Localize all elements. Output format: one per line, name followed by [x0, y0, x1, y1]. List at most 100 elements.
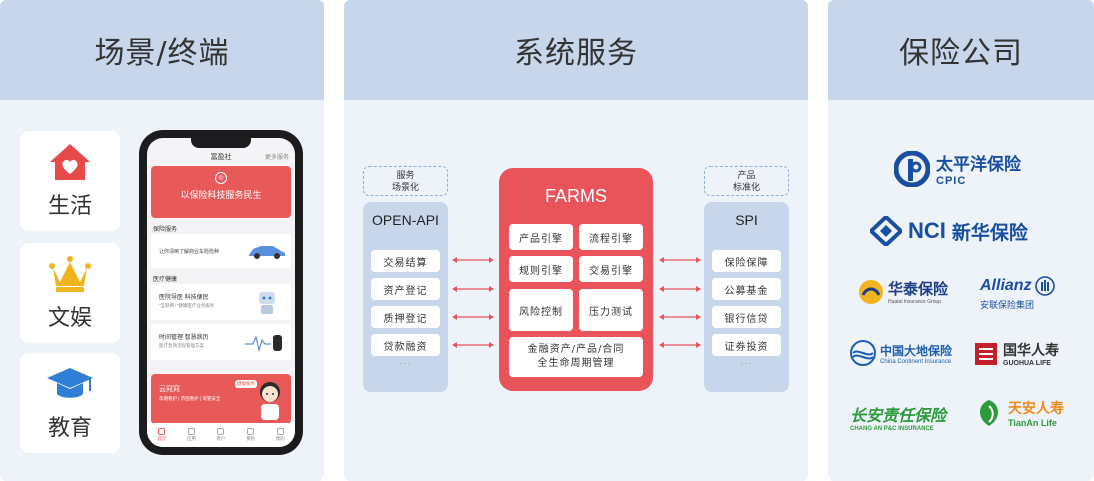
more-dots: ···	[399, 358, 412, 369]
open-api-item[interactable]: 质押登记	[371, 306, 440, 328]
open-api-item[interactable]: 贷款融资	[371, 334, 440, 356]
scene-card-education[interactable]: 教育	[20, 353, 120, 453]
phone-notch	[191, 138, 251, 148]
scene-card-life[interactable]: 生活	[20, 131, 120, 231]
scene-card-entertainment[interactable]: 文娱	[20, 243, 120, 343]
insurance-card-text: 让你清晰了解商业车险险种	[159, 249, 220, 255]
insurer-en: China Continent Insurance	[880, 358, 952, 365]
farms-engine[interactable]: 产品引擎	[509, 224, 573, 250]
double-arrow-icon	[452, 286, 494, 292]
more-dots: ···	[740, 358, 753, 369]
promo-sub: 孕期看护 | 济困看护 | 母婴安全	[159, 396, 221, 401]
insurer-en: CHANG AN P&C INSURANCE	[850, 426, 934, 432]
graduation-cap-icon	[47, 368, 93, 398]
allianz-eagle-icon	[1034, 276, 1055, 296]
tab-apps[interactable]: 应用	[187, 428, 196, 442]
app-title: 富盈社	[210, 154, 232, 161]
insurer-name: 国华人寿	[1003, 343, 1059, 359]
panel-title: 系统服务	[344, 0, 808, 100]
app-tabbar: 首页 应用 客户 保险 我的	[147, 423, 295, 447]
promo-card[interactable]: 云窕窕 孕期看护 | 济困看护 | 母婴安全 健康服务	[151, 374, 291, 424]
spi-item[interactable]: 证券投资	[712, 334, 781, 356]
system-services-panel: 系统服务 服务场景化 OPEN-API 交易结算 资产登记 质押登记 贷款融资 …	[344, 0, 808, 481]
house-heart-icon	[50, 144, 90, 180]
spi-title: SPI	[735, 212, 758, 228]
tab-home[interactable]: 首页	[157, 428, 166, 442]
more-services-link[interactable]: 更多服务	[264, 155, 289, 161]
scene-label: 生活	[47, 194, 92, 219]
panel-title: 场景/终端	[0, 0, 324, 100]
farms-engine[interactable]: 风险控制	[509, 289, 573, 331]
double-arrow-icon	[452, 257, 494, 263]
tab-insurance[interactable]: 保险	[246, 428, 255, 442]
double-arrow-icon	[659, 257, 701, 263]
insurer-en: CPIC	[936, 175, 967, 187]
scenario-panel: 场景/终端 生活 文娱 教育 富盈社 更多服务	[0, 0, 324, 481]
open-api-item[interactable]: 资产登记	[371, 278, 440, 300]
banner-text: 以保险科技服务民生	[180, 190, 262, 200]
tianan-logo: 天安人寿 TianAn Life	[974, 398, 1064, 428]
farms-engine[interactable]: 流程引擎	[579, 224, 643, 250]
insurer-name: 新华保险	[951, 221, 1028, 244]
health-card-title: 医院导医 科技便民	[159, 295, 209, 301]
guohua-logo: 国华人寿 GUOHUA LIFE	[974, 340, 1059, 367]
double-arrow-icon	[659, 286, 701, 292]
spi-item[interactable]: 公募基金	[712, 278, 781, 300]
lifecycle-line-2: 全生命周期管理	[537, 358, 615, 369]
phone-screen: 富盈社 更多服务 ◎ 以保险科技服务民生 保险服务 让你清晰了解商业车险险种 医…	[147, 138, 295, 447]
insurer-name: 中国大地保险	[880, 343, 953, 358]
app-banner[interactable]: ◎ 以保险科技服务民生	[151, 166, 291, 218]
health-card-sub: "互联网+"健康医疗业务服务	[159, 303, 215, 308]
changan-logo: 长安责任保险 CHANG AN P&C INSURANCE	[850, 402, 946, 432]
insurer-en: TianAn Life	[1008, 418, 1057, 428]
double-arrow-icon	[452, 342, 494, 348]
spi-item[interactable]: 保险保障	[712, 250, 781, 272]
insurance-card[interactable]: 让你清晰了解商业车险险种	[151, 234, 291, 268]
health-card-title: 时间管理 智慧病历	[159, 335, 209, 341]
health-card-sub: 医疗急救流程管理方案	[159, 343, 204, 348]
open-api-column: OPEN-API 交易结算 资产登记 质押登记 贷款融资 ···	[363, 202, 448, 392]
open-api-title: OPEN-API	[372, 212, 439, 228]
app-header: 富盈社 更多服务	[147, 148, 295, 164]
insurer-name: 天安人寿	[1008, 401, 1064, 417]
health-card-2[interactable]: 时间管理 智慧病历 医疗急救流程管理方案	[151, 324, 291, 360]
farms-engine[interactable]: 压力测试	[579, 289, 643, 331]
product-standard-tag: 产品标准化	[704, 166, 789, 196]
double-arrow-icon	[659, 342, 701, 348]
tianan-leaf-icon	[979, 400, 999, 426]
china-continent-logo: 中国大地保险 China Continent Insurance	[850, 340, 952, 366]
section-insurance: 保险服务	[153, 227, 178, 233]
lifecycle-management[interactable]: 金融资产/产品/合同 全生命周期管理	[509, 337, 643, 377]
continent-emblem-icon	[850, 340, 876, 366]
promo-title: 云窕窕	[159, 386, 180, 393]
farms-engine[interactable]: 规则引擎	[509, 256, 573, 282]
spi-item[interactable]: 银行信贷	[712, 306, 781, 328]
tab-customers[interactable]: 客户	[216, 428, 225, 442]
farms-engine[interactable]: 交易引擎	[579, 256, 643, 282]
health-card-1[interactable]: 医院导医 科技便民 "互联网+"健康医疗业务服务	[151, 284, 291, 320]
panel-title: 保险公司	[828, 0, 1094, 100]
insurer-en: Allianz	[980, 277, 1032, 294]
farms-title: FARMS	[544, 186, 607, 206]
insurers-panel: 保险公司 太平洋保险 CPIC NCI 新华保险 华泰保险 Huatai Ins…	[828, 0, 1094, 481]
crown-icon	[49, 256, 91, 292]
scene-label: 教育	[47, 416, 92, 441]
insurer-en: Huatai Insurance Group	[888, 299, 942, 305]
huatai-emblem-icon	[859, 279, 883, 304]
car-icon	[249, 246, 285, 259]
girl-avatar-icon	[260, 382, 280, 420]
farms-core-box: FARMS 产品引擎 流程引擎 规则引擎 交易引擎 风险控制 压力测试 金融资产…	[499, 168, 653, 391]
spi-column: SPI 保险保障 公募基金 银行信贷 证券投资 ···	[704, 202, 789, 392]
tab-me[interactable]: 我的	[276, 428, 285, 442]
insurer-en: GUOHUA LIFE	[1003, 360, 1051, 367]
double-arrow-icon	[659, 314, 701, 320]
guohua-emblem-icon	[975, 342, 997, 365]
open-api-item[interactable]: 交易结算	[371, 250, 440, 272]
insurer-name: 安联保险集团	[980, 300, 1035, 310]
double-arrow-icon	[452, 314, 494, 320]
cpic-emblem-icon	[894, 150, 930, 187]
insurer-name: 华泰保险	[888, 280, 949, 298]
phone-mockup: 富盈社 更多服务 ◎ 以保险科技服务民生 保险服务 让你清晰了解商业车险险种 医…	[139, 130, 303, 455]
nci-logo: NCI 新华保险	[870, 216, 1028, 246]
section-health: 医疗健康	[153, 277, 178, 283]
